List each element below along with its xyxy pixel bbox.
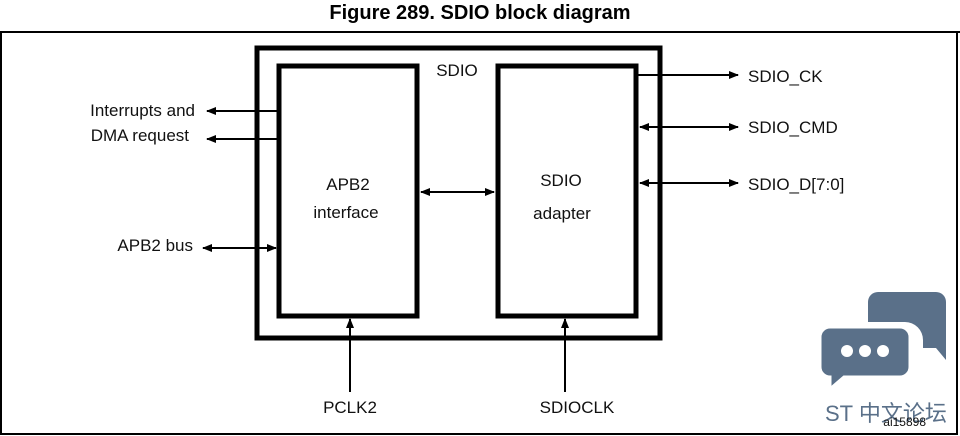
interrupts-label: Interrupts and [90, 101, 195, 120]
watermark-text: ST 中文论坛 [825, 401, 947, 426]
dma-request-label: DMA request [91, 126, 190, 145]
figure-title: Figure 289. SDIO block diagram [329, 2, 631, 24]
sdio-adapter-block [495, 63, 639, 319]
sdio-d-label: SDIO_D[7:0] [748, 175, 844, 194]
chat-bubbles-icon [818, 292, 946, 393]
apb2-interface-block [276, 63, 420, 319]
pclk2-label: PCLK2 [323, 398, 377, 417]
sdio-outer-label: SDIO [436, 61, 478, 80]
apb2-bus-label: APB2 bus [117, 236, 193, 255]
sdioclk-label: SDIOCLK [540, 398, 615, 417]
sdio-outer-block [254, 45, 663, 341]
sdio-adapter-label-1: SDIO [540, 171, 582, 190]
sdio-cmd-label: SDIO_CMD [748, 118, 838, 137]
sdio-ck-label: SDIO_CK [748, 67, 823, 86]
figure-id: ai15898 [883, 415, 926, 429]
apb2-interface-label-1: APB2 [326, 175, 369, 194]
sdio-adapter-label-2: adapter [533, 204, 591, 223]
apb2-interface-label-2: interface [313, 203, 378, 222]
figure-frame [0, 31, 958, 435]
